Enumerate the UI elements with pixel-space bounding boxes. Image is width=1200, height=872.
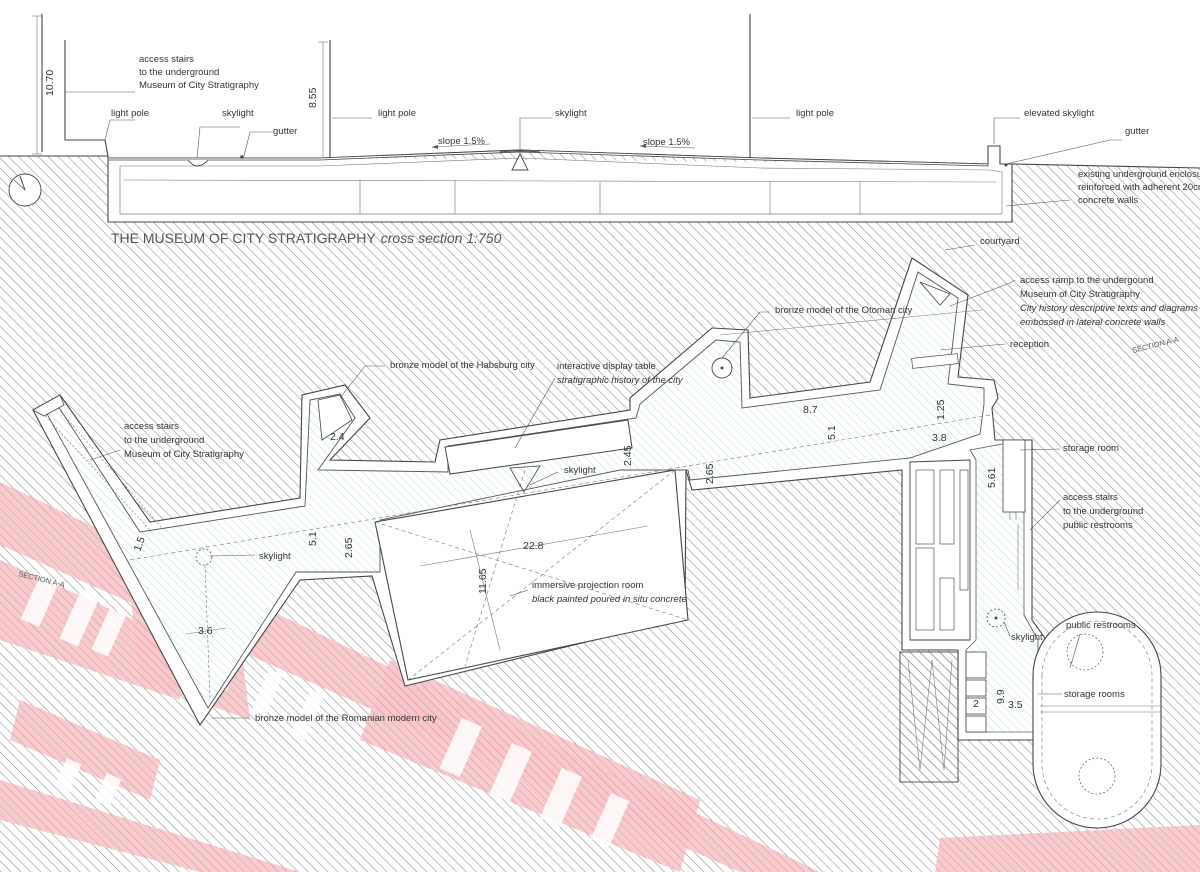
dim-8-7: 8.7 [803,404,818,416]
skylight-label-right: skylight [1011,632,1043,643]
projection-room-label: immersive projection room [532,580,643,591]
skylight-circle-icon [195,548,213,566]
public-stairs-label: access stairs [1063,492,1118,503]
public-restrooms-label: public restrooms [1066,620,1136,631]
svg-text:light pole: light pole [796,108,834,119]
bronze-habsburg-label: bronze model of the Habsburg city [390,360,535,371]
dim-2-45: 2.45 [622,445,634,466]
svg-text:public restrooms: public restrooms [1063,520,1133,531]
storage-room-label: storage room [1063,443,1119,454]
svg-text:black painted poured in situ c: black painted poured in situ concrete [532,594,687,605]
svg-text:concrete walls: concrete walls [1078,195,1138,206]
gutter-label: gutter [273,126,297,137]
svg-text:City history descriptive texts: City history descriptive texts and diagr… [1020,303,1198,314]
courtyard-label: courtyard [980,236,1020,247]
reception-label: reception [1010,339,1049,350]
dim-3-6: 3.6 [198,625,213,637]
section-leaders [65,91,1122,207]
dim-5-1-b: 5.1 [307,531,319,546]
dim-3-8: 3.8 [932,432,947,444]
light-pole-label: light pole [111,108,149,119]
reception-desk [911,353,959,369]
dim-1-25: 1.25 [935,399,947,420]
section-labels: 10.70 8.55 access stairs to the undergro… [44,54,1200,246]
cross-section [0,14,1200,223]
bronze-otoman-label: bronze model of the Otoman city [775,305,913,316]
dim-9-9: 9.9 [995,689,1007,704]
svg-text:to the underground: to the underground [139,67,219,78]
display-table-label: interactive display table [557,361,656,372]
dim-22-8: 22.8 [523,540,544,552]
dim-2-65-a: 2.65 [704,463,716,484]
dim-3-5: 3.5 [1008,699,1023,711]
museum-interior-space [45,271,985,709]
svg-text:to the underground: to the underground [1063,506,1143,517]
elevated-skylight-label: elevated skylight [1024,108,1095,119]
slope-label: slope 1.5% [438,136,486,147]
skylight-circle-icon-2 [986,608,1006,628]
skylight-label-center: skylight [564,465,596,476]
height-dimension-10-70: 10.70 [44,70,56,96]
plan-leaders [89,244,1081,719]
skylight-label-left: skylight [259,551,291,562]
display-table-block [444,419,633,475]
svg-text:to the underground: to the underground [124,435,204,446]
svg-text:reinforced with adherent 20cm: reinforced with adherent 20cm [1078,182,1200,193]
dim-5-61: 5.61 [986,467,998,488]
dim-2: 2 [973,698,979,710]
svg-text:Museum of City Stratigraphy: Museum of City Stratigraphy [124,449,244,460]
dim-2-65-b: 2.65 [343,537,355,558]
public-restrooms-capsule [1032,611,1162,829]
immersive-projection-room [374,469,689,681]
skylight-label: skylight [222,108,254,119]
dim-1-5: 1.5 [132,535,148,553]
svg-text:embossed in lateral concrete w: embossed in lateral concrete walls [1020,317,1165,328]
svg-text:stratigraphic history of the c: stratigraphic history of the city [557,375,684,386]
svg-text:Museum of City Stratigraphy: Museum of City Stratigraphy [139,80,259,91]
svg-text:Museum of City Stratigraphy: Museum of City Stratigraphy [1020,289,1140,300]
enclosure-label: existing underground enclosure [1078,169,1200,180]
skylight-dome-left [187,159,209,167]
stair-rail [64,40,109,157]
svg-text:gutter: gutter [1125,126,1149,137]
bronze-romanian-label: bronze model of the Romanian modern city [255,713,437,724]
plan-labels: courtyard access ramp to the undergound … [18,236,1199,724]
height-dimension-8-55: 8.55 [307,87,319,108]
svg-text:slope 1.5%: slope 1.5% [643,137,691,148]
svg-text:light pole: light pole [378,108,416,119]
floor-plan [32,257,1162,829]
dim-2-4: 2.4 [330,431,345,443]
ramp-label: access ramp to the undergound [1020,275,1154,286]
svg-text:skylight: skylight [555,108,587,119]
storage-rooms-label: storage rooms [1064,689,1125,700]
dim-11-65: 11.65 [477,568,489,594]
dim-5-1-a: 5.1 [826,425,838,440]
section-stairs-label: access stairs [139,54,194,65]
access-stairs-label: access stairs [124,421,179,432]
skylight-prism-center [511,152,529,171]
plan-dimensions: 2.4 8.7 1.25 5.1 3.8 2.45 2.65 5.61 1.5 … [132,399,1023,711]
